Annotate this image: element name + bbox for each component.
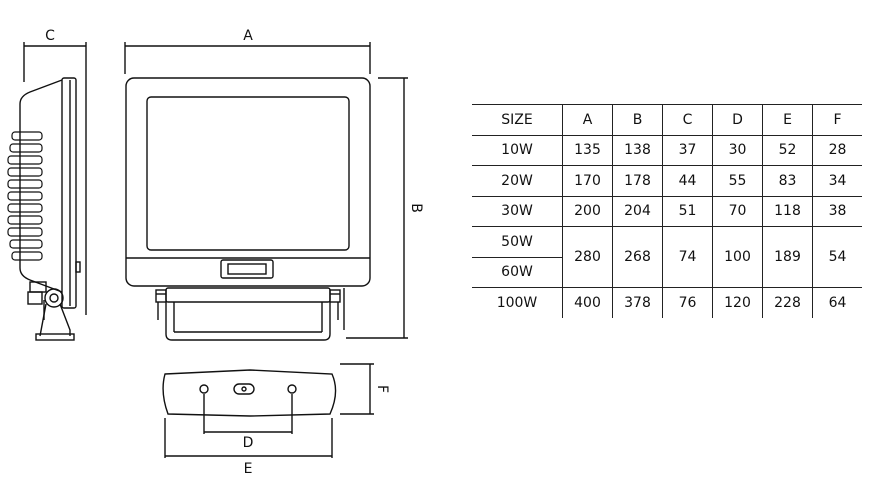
cell-f: 54 <box>812 226 862 288</box>
table-row: 100W 400 378 76 120 228 64 <box>472 287 862 318</box>
header-a: A <box>562 104 613 136</box>
dim-label-a: A <box>243 28 253 44</box>
cell-b: 204 <box>612 196 663 227</box>
cell-a: 135 <box>562 135 613 166</box>
mounting-plate <box>162 363 374 458</box>
cell-e: 228 <box>762 287 813 318</box>
front-view <box>124 42 408 341</box>
table-row-merged: 50W 280 268 74 100 189 54 <box>472 226 862 288</box>
cell-a: 280 <box>562 226 613 288</box>
cell-a: 400 <box>562 287 613 318</box>
cell-d: 30 <box>712 135 763 166</box>
cell-c: 74 <box>662 226 713 288</box>
side-view <box>7 42 87 341</box>
cell-d: 100 <box>712 226 763 288</box>
cell-f: 34 <box>812 165 862 197</box>
cell-f: 38 <box>812 196 862 227</box>
cell-size: 10W <box>472 135 563 166</box>
cell-size: 60W <box>472 257 563 288</box>
dim-label-c: C <box>45 28 55 44</box>
cell-b: 378 <box>612 287 663 318</box>
cell-e: 189 <box>762 226 813 288</box>
cell-size: 100W <box>496 294 538 311</box>
cell-b: 178 <box>612 165 663 197</box>
cell-f: 28 <box>812 135 862 166</box>
cell-f: 64 <box>812 287 862 318</box>
table-row: 20W 170 178 44 55 83 34 <box>472 165 862 197</box>
cell-d: 120 <box>712 287 763 318</box>
cell-c: 37 <box>662 135 713 166</box>
dim-label-b: B <box>408 203 424 213</box>
header-e: E <box>762 104 813 136</box>
cell-e: 118 <box>762 196 813 227</box>
cell-e: 52 <box>762 135 813 166</box>
cell-e: 83 <box>762 165 813 197</box>
dim-label-e: E <box>244 461 253 477</box>
header-f: F <box>812 104 862 136</box>
cell-d: 70 <box>712 196 763 227</box>
table-header-row: SIZE A B C D E F <box>472 104 862 136</box>
header-d: D <box>712 104 763 136</box>
cell-size: 50W <box>472 226 563 258</box>
size-specification-table: SIZE A B C D E F 10W 135 138 37 30 52 28… <box>472 104 862 318</box>
cell-size: 30W <box>472 196 563 227</box>
table-row: 30W 200 204 51 70 118 38 <box>472 196 862 227</box>
table-row-merged-second: 60W <box>472 257 862 288</box>
cell-c: 44 <box>662 165 713 197</box>
cell-d: 55 <box>712 165 763 197</box>
cell-b: 268 <box>612 226 663 288</box>
cell-b: 138 <box>612 135 663 166</box>
header-c: C <box>662 104 713 136</box>
cell-c: 76 <box>662 287 713 318</box>
cell-a: 170 <box>562 165 613 197</box>
dim-label-f: F <box>374 385 390 393</box>
cell-size: 20W <box>472 165 563 197</box>
table-row: 10W 135 138 37 30 52 28 <box>472 135 862 166</box>
header-size: SIZE <box>472 104 563 136</box>
header-b: B <box>612 104 663 136</box>
dim-label-d: D <box>243 435 254 451</box>
cell-a: 200 <box>562 196 613 227</box>
cell-c: 51 <box>662 196 713 227</box>
